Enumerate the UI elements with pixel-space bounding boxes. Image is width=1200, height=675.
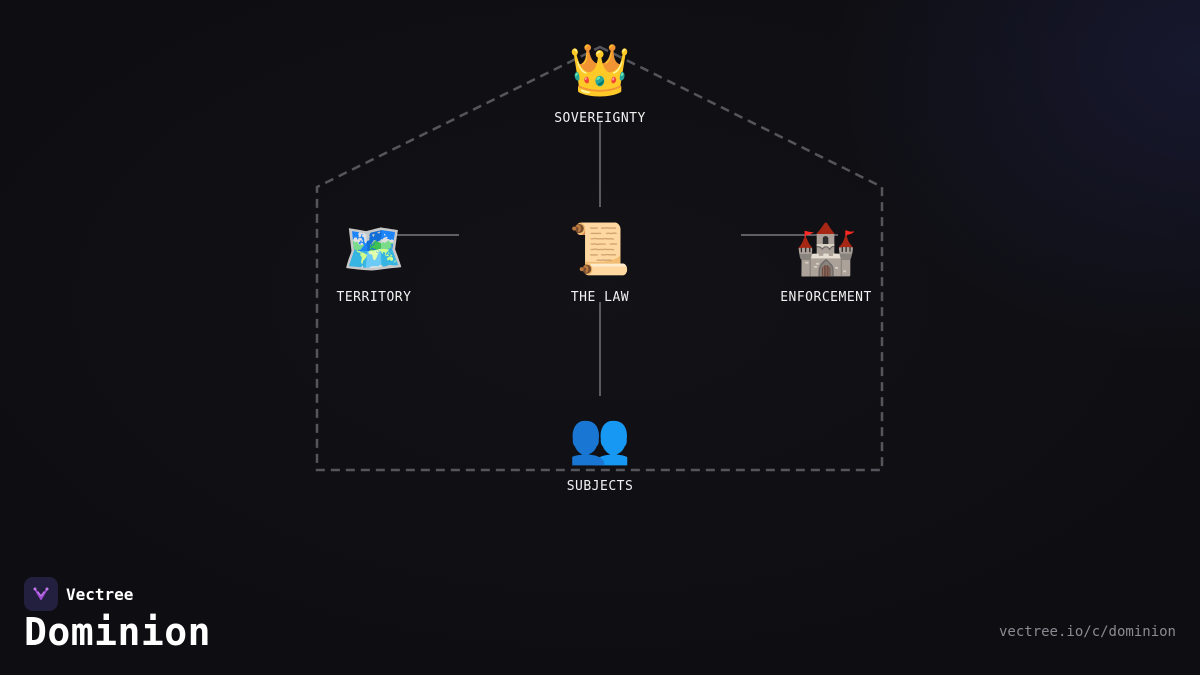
page-title: Dominion <box>24 610 212 654</box>
node-sovereignty[interactable]: 👑 SOVEREIGNTY <box>520 40 680 126</box>
people-icon: 👥 <box>568 409 632 467</box>
node-label-sovereignty: SOVEREIGNTY <box>554 111 646 126</box>
brand[interactable]: Vectree <box>24 577 133 611</box>
node-enforcement[interactable]: 🏰 ENFORCEMENT <box>746 219 906 305</box>
world-map-icon: 🗺️ <box>342 220 406 278</box>
crown-icon: 👑 <box>568 41 632 99</box>
scroll-icon: 📜 <box>568 220 632 278</box>
page-url[interactable]: vectree.io/c/dominion <box>998 624 1176 640</box>
brand-name: Vectree <box>66 584 134 604</box>
castle-icon: 🏰 <box>794 220 858 278</box>
node-subjects[interactable]: 👥 SUBJECTS <box>520 408 680 494</box>
house-outline <box>315 45 884 472</box>
node-label-territory: TERRITORY <box>336 290 412 305</box>
vectree-logo-icon <box>24 577 58 611</box>
node-label-the-law: THE LAW <box>570 290 630 305</box>
node-label-subjects: SUBJECTS <box>566 479 634 494</box>
node-label-enforcement: ENFORCEMENT <box>780 290 872 305</box>
node-territory[interactable]: 🗺️ TERRITORY <box>294 219 454 305</box>
node-the-law[interactable]: 📜 THE LAW <box>520 219 680 305</box>
